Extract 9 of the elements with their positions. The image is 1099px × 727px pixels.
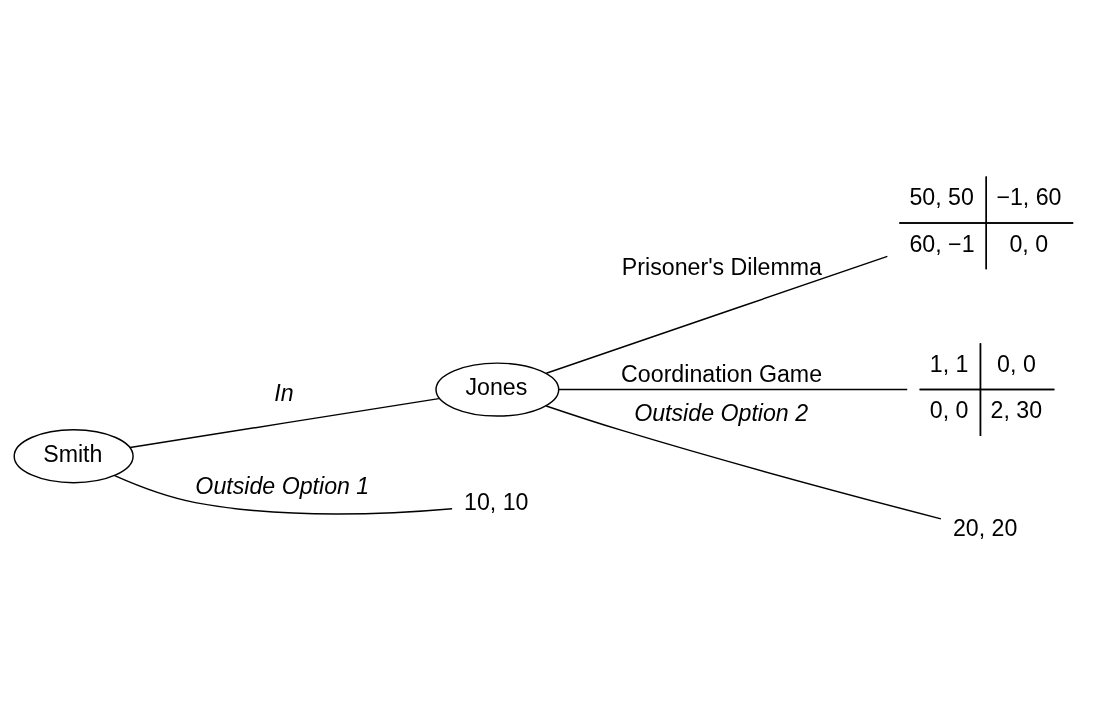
node-text: 1, 1 0, 0 0, 0 2, 30 [929, 350, 1043, 424]
node-text: 20, 20 [952, 514, 1018, 541]
edge-label: Coordination Game [621, 361, 823, 388]
node-text: 50, 50 −1, 60 60, −1 0, 0 [909, 184, 1062, 257]
edge-label: In [274, 379, 294, 406]
edge-label: Outside Option 1 [195, 472, 370, 499]
edge-label: Prisoner's Dilemma [621, 253, 822, 280]
edge-label: Outside Option 2 [634, 400, 809, 427]
node-text: 10, 10 [464, 488, 529, 515]
